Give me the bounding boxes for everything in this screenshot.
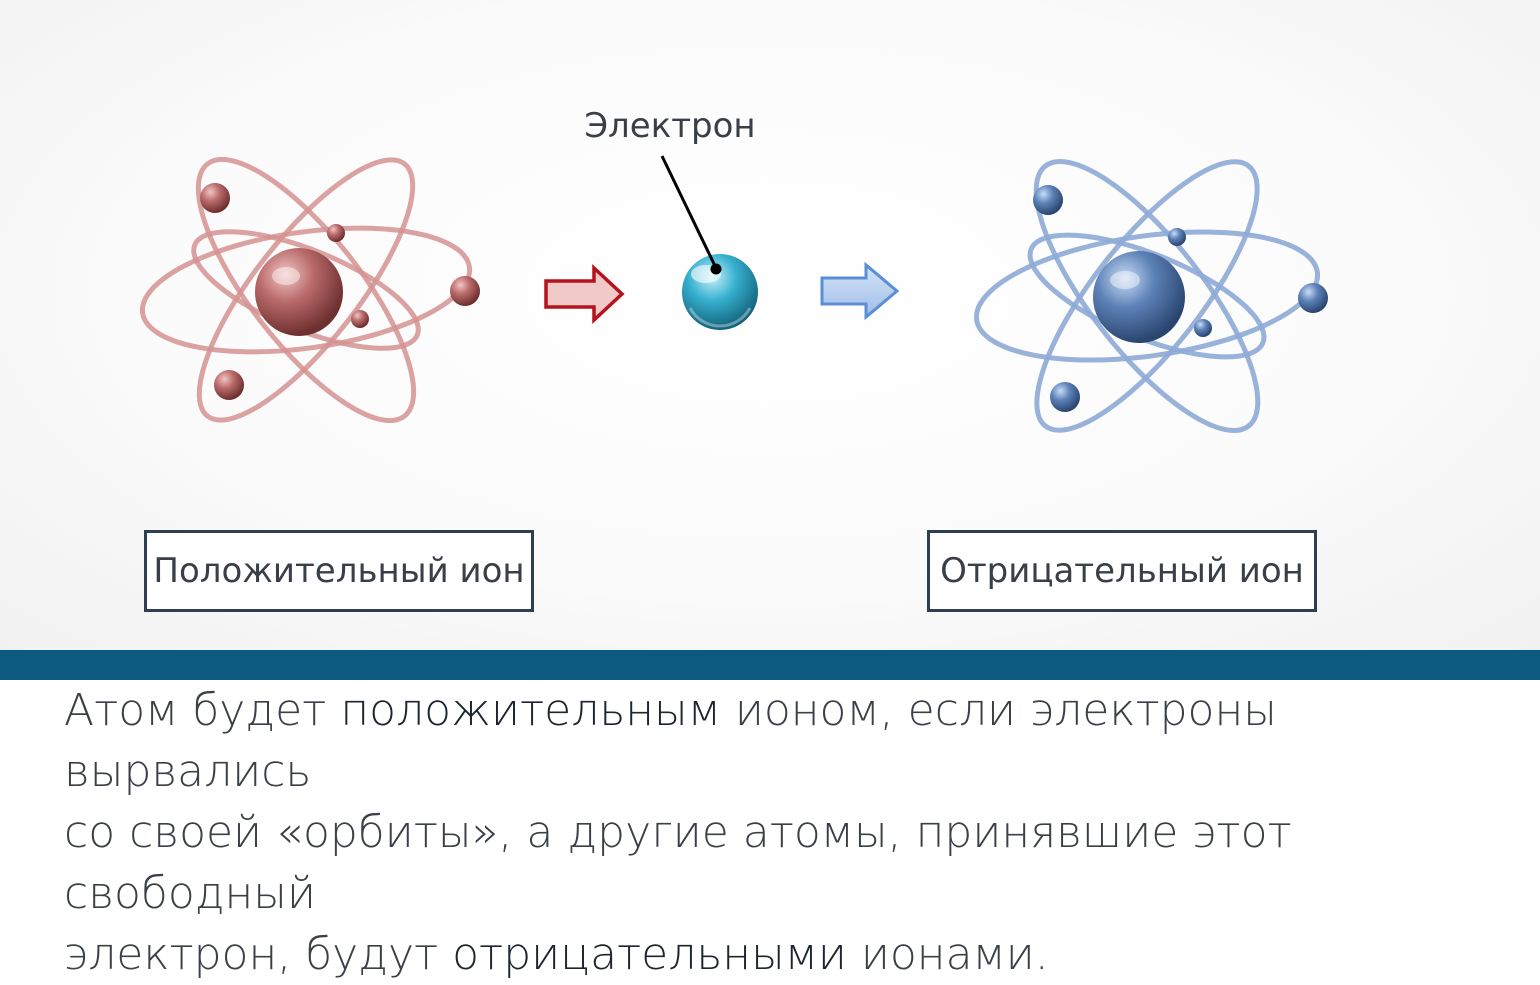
- caption-segment: Атом будет: [64, 685, 341, 736]
- electron-icon: [682, 254, 758, 330]
- arrow-right-blue-icon: [820, 261, 900, 321]
- electron-label: Электрон: [584, 106, 756, 146]
- positive-atom-icon: [139, 156, 480, 424]
- caption-line-3: электрон, будут отрицательными ионами.: [64, 924, 1524, 985]
- caption-segment: со своей «орбиты», а другие атомы, приня…: [64, 807, 1292, 919]
- caption-line-1: Атом будет положительным ионом, если эле…: [64, 680, 1524, 802]
- caption-segment: электрон, будут: [64, 929, 453, 980]
- arrow-right-red-icon: [544, 263, 625, 325]
- caption-segment: ионами.: [846, 929, 1049, 980]
- negative-atom-icon: [973, 158, 1328, 434]
- electron-leader-line: [660, 155, 722, 275]
- negative-ion-label: Отрицательный ион: [927, 530, 1317, 612]
- positive-ion-label: Положительный ион: [144, 530, 534, 612]
- positive-ion-label-text: Положительный ион: [153, 551, 525, 591]
- caption-emphasis-negative: отрицательными: [452, 929, 847, 980]
- caption-text: Атом будет положительным ионом, если эле…: [64, 680, 1524, 985]
- ion-diagram: [139, 155, 1328, 434]
- caption-emphasis-positive: положительным: [340, 685, 721, 736]
- negative-ion-label-text: Отрицательный ион: [940, 551, 1304, 591]
- divider-band: [0, 650, 1540, 680]
- caption-segment: ионом, если электроны вырвались: [64, 685, 1277, 797]
- caption-area: [0, 680, 1540, 864]
- caption-line-2: со своей «орбиты», а другие атомы, приня…: [64, 802, 1524, 924]
